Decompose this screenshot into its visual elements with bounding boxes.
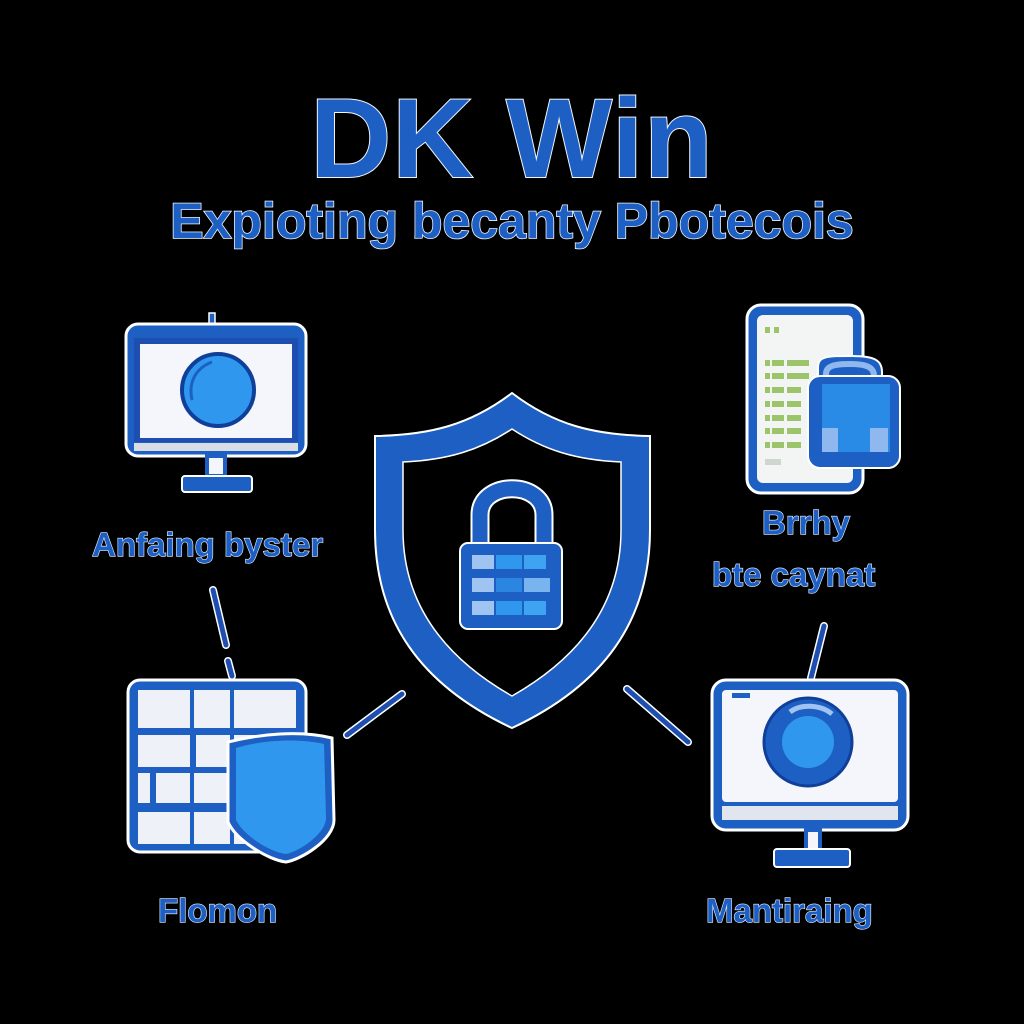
shield-lock-icon [374,391,651,730]
grid-shield-icon [126,678,336,864]
document-lock-icon [745,303,901,495]
node-label-top-right-line1: Brrhy [761,503,851,541]
page-subtitle: Expioting becanty Pbotecois [169,192,854,250]
monitor-refresh-icon [710,678,910,868]
monitor-circle-icon [124,312,308,493]
node-label-top-left: Anfaing byster [91,525,324,563]
node-label-top-right-line2: bte caynat [711,555,876,593]
connector-lines [209,586,828,746]
node-label-bottom-right: Mantiraing [705,891,873,929]
node-label-bottom-left: Flomon [157,891,278,929]
page-title: DK Win [309,75,714,202]
